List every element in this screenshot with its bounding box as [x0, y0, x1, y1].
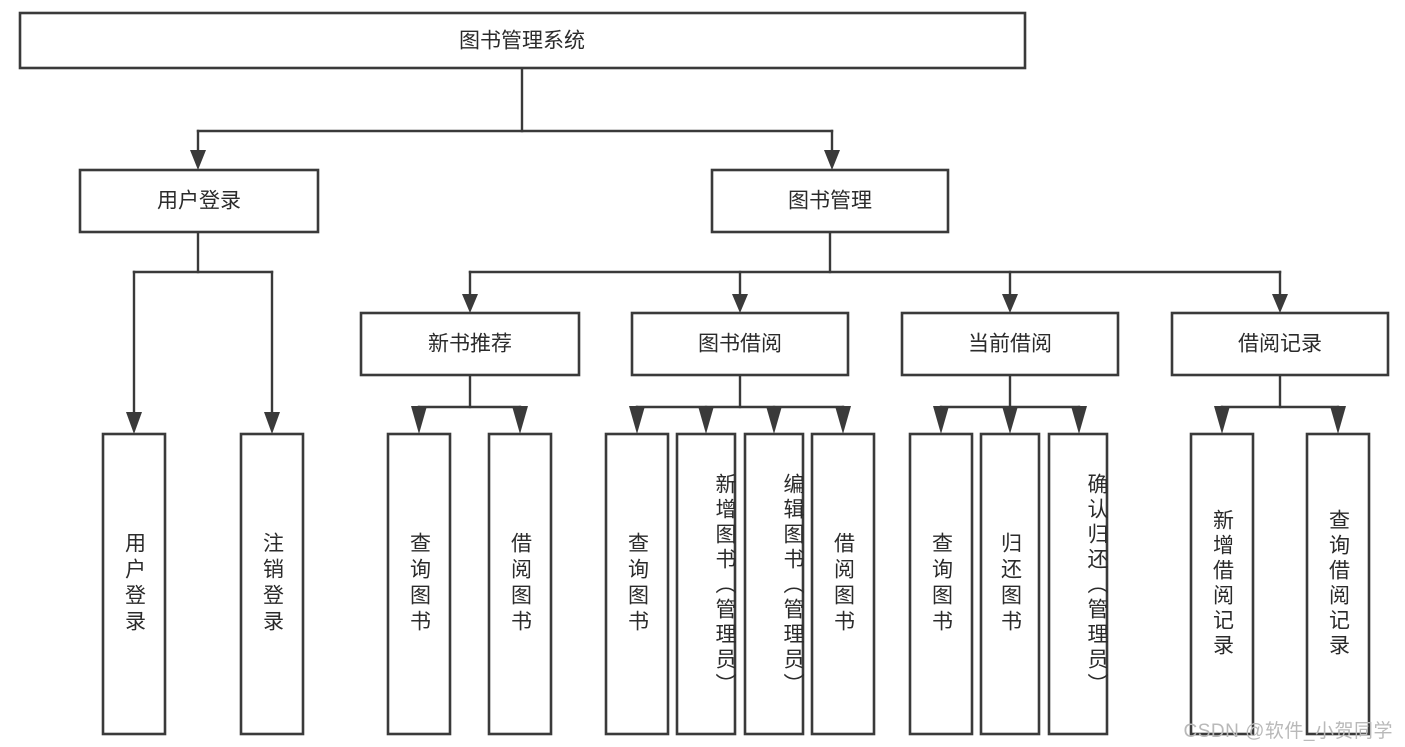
arrowhead-leaf-confirm-return	[1071, 406, 1087, 434]
node-root-label: 图书管理系统	[459, 30, 585, 53]
arrowhead-leaf-borrow-book-1	[512, 406, 528, 434]
csdn-watermark: CSDN @软件_小贺同学	[1183, 721, 1393, 742]
leaf-query-record-box[interactable]	[1305, 432, 1371, 736]
arrowhead-newbook	[462, 294, 478, 313]
leaf-user-login-box[interactable]	[101, 432, 167, 736]
node-book-manage-label: 图书管理	[788, 190, 872, 213]
node-new-book-rec-box[interactable]	[359, 311, 581, 377]
leaf-borrow-book-1-box[interactable]	[487, 432, 553, 736]
arrowhead-leaf-query-record	[1330, 406, 1346, 434]
node-user-login[interactable]: 用户登录	[78, 168, 320, 234]
arrowhead-currentborrow	[1002, 294, 1018, 313]
arrowhead-leaf-query-book-2	[629, 406, 645, 434]
node-new-book-rec[interactable]: 新书推荐	[359, 311, 581, 377]
leaf-add-book-box[interactable]	[675, 432, 737, 736]
node-root[interactable]: 图书管理系统	[18, 11, 1027, 70]
leaf-user-logout-box[interactable]	[239, 432, 305, 736]
arrowhead-leaf-add-record	[1214, 406, 1230, 434]
arrowhead-book-manage	[824, 150, 840, 170]
leaf-add-record-box[interactable]	[1189, 432, 1255, 736]
node-root-box[interactable]	[18, 11, 1027, 70]
arrowhead-leaf-user-login	[126, 412, 142, 434]
node-user-login-label: 用户登录	[157, 190, 241, 213]
arrowhead-leaf-return-book	[1002, 406, 1018, 434]
leaf-box-group	[101, 432, 1371, 736]
leaf-return-book-box[interactable]	[979, 432, 1041, 736]
node-book-borrow-label: 图书借阅	[698, 333, 782, 356]
node-user-login-box[interactable]	[78, 168, 320, 234]
node-current-borrow-box[interactable]	[900, 311, 1120, 377]
arrowhead-bookborrow	[732, 294, 748, 313]
arrowhead-user-login	[190, 150, 206, 170]
arrowhead-leaf-borrow-book-2	[835, 406, 851, 434]
leaf-borrow-book-2-box[interactable]	[810, 432, 876, 736]
leaf-confirm-return-box[interactable]	[1047, 432, 1109, 736]
arrowhead-leaf-add-book	[698, 406, 714, 434]
node-book-manage[interactable]: 图书管理	[710, 168, 950, 234]
node-borrow-record[interactable]: 借阅记录	[1170, 311, 1390, 377]
node-book-manage-box[interactable]	[710, 168, 950, 234]
arrowhead-leaf-edit-book	[766, 406, 782, 434]
arrowhead-leaf-query-book-1	[411, 406, 427, 434]
node-book-borrow[interactable]: 图书借阅	[630, 311, 850, 377]
node-current-borrow[interactable]: 当前借阅	[900, 311, 1120, 377]
node-new-book-rec-label: 新书推荐	[428, 333, 512, 356]
arrowhead-group	[126, 150, 1346, 434]
leaf-query-book-3-box[interactable]	[908, 432, 974, 736]
leaf-query-book-2-box[interactable]	[604, 432, 670, 736]
arrowhead-leaf-user-logout	[264, 412, 280, 434]
node-book-borrow-box[interactable]	[630, 311, 850, 377]
arrowhead-leaf-query-book-3	[933, 406, 949, 434]
leaf-query-book-1-box[interactable]	[386, 432, 452, 736]
node-current-borrow-label: 当前借阅	[968, 333, 1052, 356]
arrowhead-borrowrecord	[1272, 294, 1288, 313]
node-borrow-record-box[interactable]	[1170, 311, 1390, 377]
node-borrow-record-label: 借阅记录	[1238, 333, 1322, 356]
leaf-edit-book-box[interactable]	[743, 432, 805, 736]
